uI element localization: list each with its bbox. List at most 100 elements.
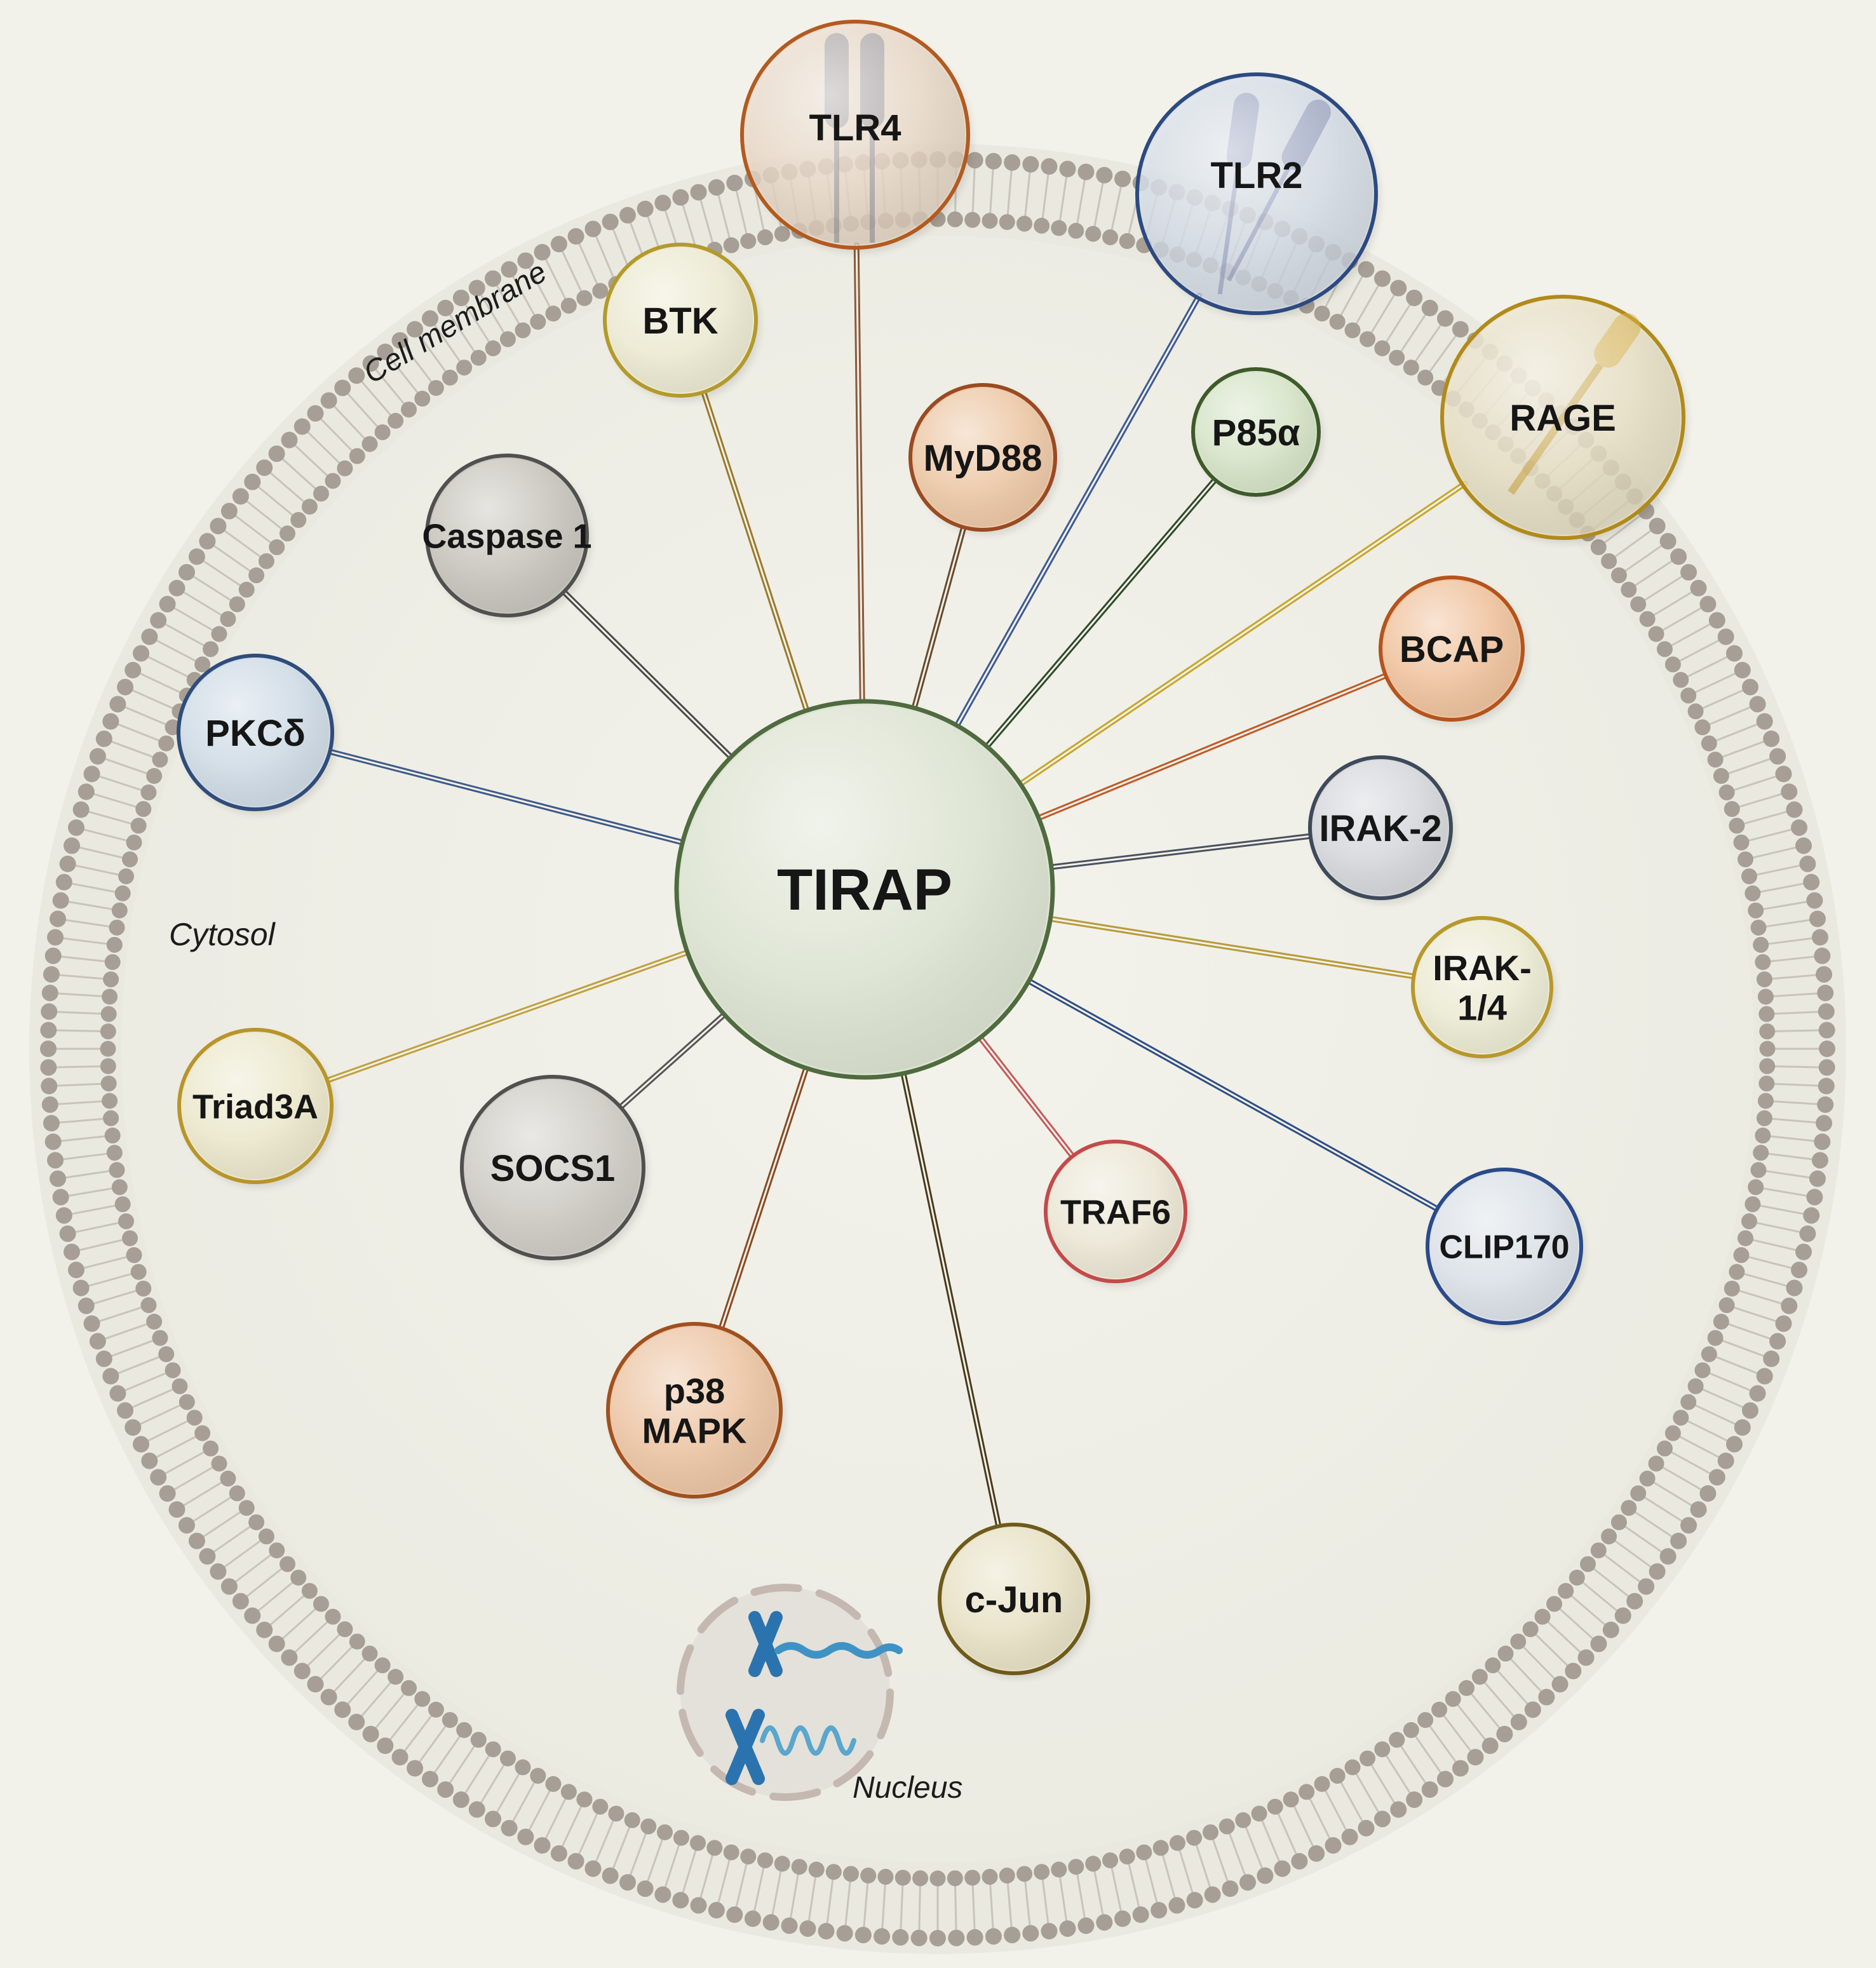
- lipid-head: [1034, 1864, 1050, 1880]
- link-line-inner: [323, 950, 691, 1082]
- lipid-tail: [1634, 560, 1673, 586]
- lipid-tail: [464, 304, 490, 342]
- lipid-head: [141, 628, 158, 645]
- lipid-head: [55, 873, 72, 891]
- lipid-head: [78, 783, 95, 800]
- lipid-head: [929, 1870, 946, 1887]
- node-shine: [182, 659, 329, 806]
- lipid-head: [41, 985, 58, 1002]
- lipid-tail: [57, 1011, 102, 1015]
- lipid-head: [1077, 1917, 1095, 1934]
- lipid-head: [320, 392, 337, 409]
- lipid-head: [43, 1115, 60, 1132]
- node-shine: [745, 25, 965, 245]
- lipid-head: [258, 553, 274, 569]
- lipid-head: [999, 214, 1015, 231]
- node-label: IRAK-: [1433, 948, 1532, 988]
- lipid-tail: [1644, 1496, 1683, 1522]
- lipid-tail: [1497, 1670, 1528, 1705]
- lipid-head: [1601, 1528, 1617, 1545]
- lipid-head: [1758, 1006, 1775, 1022]
- link-line-inner: [901, 1070, 1001, 1530]
- lipid-head: [152, 751, 168, 768]
- lipid-head: [133, 645, 150, 662]
- lipid-head: [437, 299, 454, 316]
- lipid-tail: [269, 1595, 305, 1626]
- node-traf6: TRAF6: [1044, 1140, 1189, 1286]
- node-label: Caspase 1: [422, 517, 591, 555]
- lipid-head: [294, 418, 311, 435]
- lipid-tail: [1212, 1839, 1229, 1882]
- lipid-head: [83, 1315, 100, 1332]
- lipid-tail: [389, 357, 419, 394]
- link-line-inner: [1035, 673, 1389, 820]
- node-shine: [1140, 78, 1373, 310]
- lipid-tail: [480, 1764, 505, 1804]
- lipid-head: [836, 1925, 853, 1942]
- lipid-tail: [1535, 1634, 1569, 1667]
- lipid-head: [55, 1207, 72, 1224]
- tirap-hub-shine: [680, 705, 1049, 1074]
- lipid-head: [726, 174, 743, 191]
- node-label: IRAK-2: [1319, 808, 1441, 849]
- lipid-tail: [1702, 1388, 1744, 1408]
- lipid-tail: [1277, 1813, 1297, 1855]
- lipid-head: [1690, 579, 1707, 596]
- lipid-head: [442, 1712, 458, 1729]
- lipid-tail: [1772, 1117, 1817, 1124]
- lipid-head: [1522, 1621, 1539, 1638]
- lipid-head: [1664, 1425, 1681, 1441]
- node-pkcd: PKCδ: [177, 654, 336, 814]
- lipid-head: [135, 801, 152, 818]
- lipid-tail: [75, 1222, 119, 1234]
- lipid-head: [168, 1501, 186, 1518]
- lipid-head: [1756, 1110, 1772, 1126]
- lipid-tail: [60, 955, 105, 962]
- lipid-head: [1004, 154, 1021, 171]
- lipid-tail: [224, 529, 261, 558]
- lipid-tail: [1570, 1595, 1606, 1626]
- lipid-tail: [1414, 324, 1442, 362]
- lipid-tail: [56, 1029, 101, 1032]
- lipid-head: [414, 390, 431, 407]
- lipid-tail: [1400, 1745, 1427, 1784]
- lipid-head: [67, 819, 84, 836]
- lipid-tail: [1634, 1511, 1673, 1538]
- lipid-tail: [1734, 775, 1777, 792]
- lipid-head: [1314, 1776, 1330, 1792]
- lipid-head: [256, 1621, 273, 1638]
- lipid-tail: [1773, 992, 1818, 997]
- lipid-tail: [213, 544, 251, 572]
- lipid-tail: [480, 293, 505, 334]
- lipid-head: [1085, 226, 1102, 242]
- lipid-head: [1729, 1264, 1745, 1280]
- lipid-tail: [1763, 901, 1807, 910]
- lipid-head: [43, 966, 60, 983]
- lipid-tail: [578, 243, 598, 285]
- lipid-head: [178, 563, 195, 581]
- link-line-inner: [719, 1065, 808, 1332]
- lipid-head: [83, 765, 100, 783]
- lipid-head: [268, 445, 285, 462]
- node-shine: [1049, 1145, 1182, 1278]
- lipid-head: [1204, 1886, 1221, 1903]
- lipid-tail: [418, 1725, 447, 1763]
- lipid-tail: [269, 471, 305, 502]
- lipid-head: [1817, 1096, 1834, 1113]
- lipid-head: [1756, 971, 1772, 988]
- lipid-tail: [65, 919, 110, 927]
- link-triad3a: [321, 948, 693, 1084]
- lipid-head: [1283, 1791, 1299, 1808]
- link-line-inner: [1017, 482, 1466, 786]
- lipid-tail: [1510, 1658, 1542, 1692]
- lipid-tail: [75, 864, 119, 876]
- lipid-head: [1734, 661, 1751, 678]
- lipid-head: [258, 1528, 274, 1545]
- lipid-head: [860, 1867, 877, 1884]
- lipid-tail: [1041, 1879, 1049, 1924]
- lipid-tail: [1715, 1356, 1758, 1375]
- link-line-inner: [1025, 978, 1441, 1211]
- lipid-head: [47, 929, 64, 946]
- lipid-head: [337, 460, 353, 476]
- lipid-tail: [234, 1554, 272, 1583]
